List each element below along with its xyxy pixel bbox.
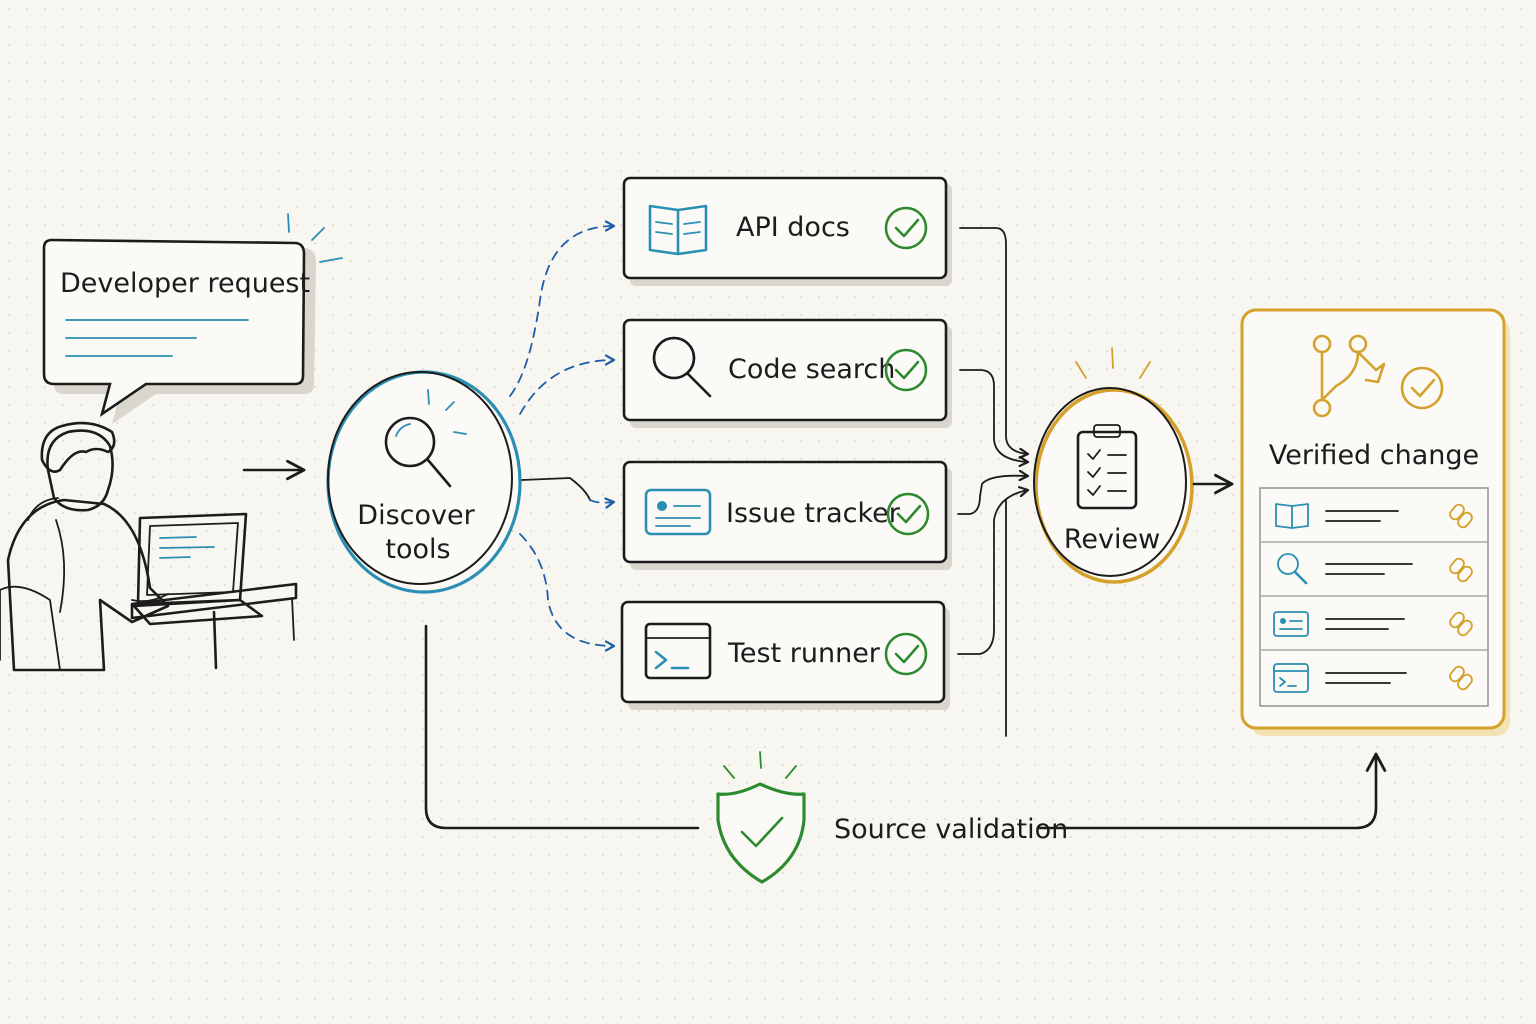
source-validation-path: Source validation [424,624,1387,884]
sparkle-icon [287,213,343,263]
tool-label: Code search [728,354,895,385]
verified-change-card: Verified change [1240,308,1510,736]
review-label: Review [1064,524,1160,555]
ticket-icon [644,488,712,536]
book-icon [648,204,708,256]
tool-to-review-connectors [957,227,1028,737]
tool-card-issue-tracker: Issue tracker [622,460,952,570]
magnifier-icon [384,416,452,488]
terminal-icon [1273,663,1309,693]
tool-card-code-search: Code search [622,318,952,428]
discover-to-tool-connectors [509,226,614,646]
ticket-icon [1273,611,1309,637]
terminal-icon [644,622,712,680]
request-text-lines [65,319,249,357]
laptop [132,512,264,626]
developer-illustration [0,421,298,672]
developer-request-label: Developer request [60,268,310,299]
source-validation-label: Source validation [834,814,1068,845]
developer-request-bubble: Developer request [42,213,343,424]
magnifier-icon [652,336,712,398]
sparkle-icon [427,389,467,435]
link-icon [1449,665,1473,691]
check-icon [1400,366,1444,410]
book-icon [1275,503,1309,529]
tool-label: API docs [736,212,850,243]
list-item [1273,611,1473,637]
tool-card-api-docs: API docs [622,176,952,286]
shield-check-icon [716,782,806,884]
developer-person [6,421,170,672]
list-item [1273,663,1473,693]
branch-merge-icon [1312,334,1386,418]
check-icon [886,492,930,536]
list-item [1277,553,1473,585]
check-icon [884,206,928,250]
discover-label-line-2: tools [385,534,450,565]
magnifier-icon [1277,553,1308,585]
check-icon [884,348,928,392]
tool-label: Issue tracker [726,498,901,529]
source-list [1259,487,1489,707]
review-node: Review [1033,347,1194,584]
link-icon [1449,611,1473,637]
list-item [1275,503,1473,529]
link-icon [1449,557,1473,583]
desk [130,582,298,670]
link-icon [1449,503,1473,529]
discover-label-line-1: Discover [357,500,475,531]
discover-tools-node: Discover tools [326,370,522,594]
check-icon [884,632,928,676]
sparkle-icon [1075,347,1151,379]
tool-label: Test runner [727,638,881,669]
clipboard-checklist-icon [1076,424,1138,510]
tool-card-test-runner: Test runner [620,600,950,710]
verified-change-title: Verified change [1269,440,1479,471]
sparkle-icon [723,751,797,779]
